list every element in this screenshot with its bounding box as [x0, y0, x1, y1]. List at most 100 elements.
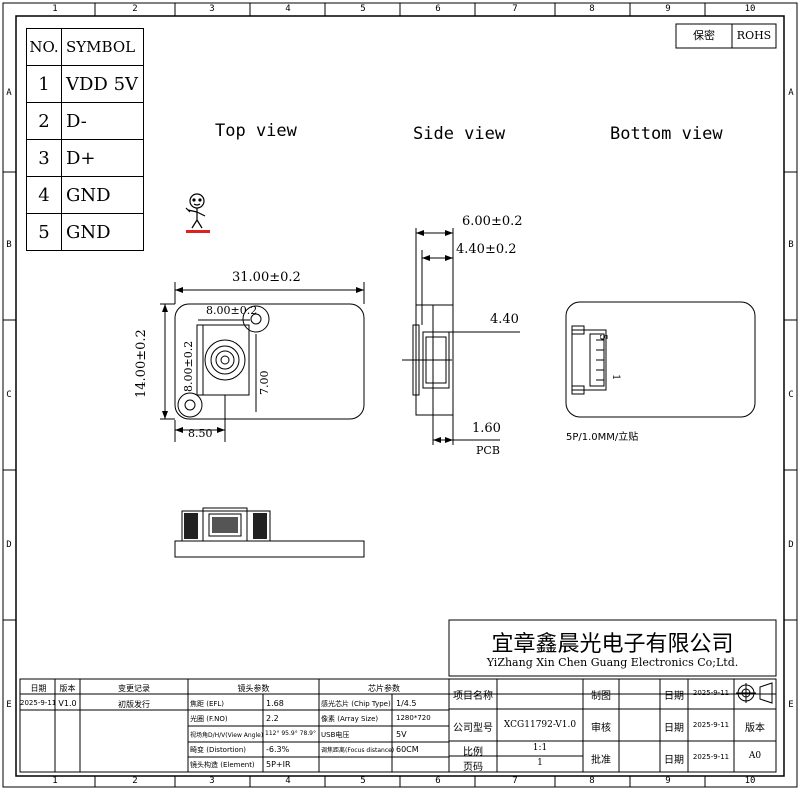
zone-col-5-bottom: 5 [360, 776, 366, 786]
pin-symbol: GND [61, 176, 144, 214]
zone-col-4: 4 [285, 4, 291, 14]
chip-param-value: 1/4.5 [396, 699, 417, 708]
dim-total-thickness: 6.00±0.2 [462, 214, 523, 229]
header-symbol: SYMBOL [61, 28, 144, 66]
pcb-label: PCB [476, 444, 500, 457]
model-value: XCG11792-V1.0 [503, 720, 577, 730]
date-label: 日期 [664, 723, 684, 734]
scale-label: 比例 [463, 747, 483, 758]
dim-lens-length: 4.40 [490, 312, 519, 327]
pin-no: 5 [26, 213, 62, 251]
zone-col-8-bottom: 8 [589, 776, 595, 786]
rev-version: V1.0 [58, 699, 77, 708]
table-row: 4 GND [26, 176, 144, 214]
zone-col-8: 8 [589, 4, 595, 14]
page-value: 1 [537, 758, 543, 768]
date-label: 日期 [664, 691, 684, 702]
rev-header-change: 变更记录 [118, 684, 150, 693]
dim-pcb-thickness: 1.60 [472, 421, 501, 436]
zone-col-9-bottom: 9 [665, 776, 671, 786]
zone-row-b-right: B [788, 240, 794, 250]
pin-symbol: VDD 5V [61, 65, 144, 103]
zone-col-1: 1 [52, 4, 58, 14]
lens-param-key: 焦距 (EFL) [190, 700, 225, 708]
pin-no: 4 [26, 176, 62, 214]
zone-col-5: 5 [360, 4, 366, 14]
zone-col-6: 6 [435, 4, 441, 14]
table-row: 5 GND [26, 213, 144, 251]
dim-module-thickness: 4.40±0.2 [456, 242, 517, 257]
zone-col-7-bottom: 7 [512, 776, 518, 786]
lens-param-key: 视场角D/H/V(View Angle) [190, 732, 264, 739]
pin-symbol: D+ [61, 139, 144, 177]
lens-param-value: 1.68 [266, 699, 284, 708]
version-value: A0 [748, 751, 762, 761]
table-row: 1 VDD 5V [26, 65, 144, 103]
chip-param-key: 像素 (Array Size) [321, 715, 379, 723]
bottom-view-drawing [565, 301, 756, 418]
zone-col-10: 10 [744, 4, 756, 14]
top-view-title: Top view [215, 121, 297, 141]
date-value: 2025-9-11 [692, 689, 730, 697]
chip-param-key: USB电压 [321, 731, 350, 739]
company-name-cn: 宜章鑫晨光电子有限公司 [491, 632, 734, 657]
table-row: 3 D+ [26, 139, 144, 177]
zone-row-e: E [6, 700, 12, 710]
side-view-drawing [402, 228, 520, 445]
zone-row-a: A [6, 88, 12, 98]
zone-col-2: 2 [132, 4, 138, 14]
pin-table: NO. SYMBOL 1 VDD 5V 2 D- 3 D+ 4 GND 5 GN… [26, 28, 144, 251]
date-value: 2025-9-11 [692, 721, 730, 729]
zone-col-10-bottom: 10 [744, 776, 756, 786]
pin-symbol: D- [61, 102, 144, 140]
approve-label: 批准 [591, 755, 611, 766]
chip-param-value: 5V [396, 730, 407, 739]
dim-left-offset: 8.50 [188, 427, 213, 440]
zone-row-d-right: D [788, 540, 794, 550]
rev-date: 2025-9-11 [20, 699, 57, 707]
zone-col-3-bottom: 3 [209, 776, 215, 786]
dim-lens-height: 8.00±0.2 [182, 340, 195, 392]
rev-change: 初版发行 [118, 700, 150, 709]
front-profile-drawing [174, 507, 365, 558]
zone-row-c-right: C [788, 390, 794, 400]
lens-param-value: 5P+IR [266, 760, 291, 769]
pin-table-header: NO. SYMBOL [26, 28, 144, 66]
zone-col-9: 9 [665, 4, 671, 14]
header-no: NO. [26, 28, 62, 66]
zone-col-4-bottom: 4 [285, 776, 291, 786]
zone-col-6-bottom: 6 [435, 776, 441, 786]
zone-row-a-right: A [788, 88, 794, 98]
pin-symbol: GND [61, 213, 144, 251]
lens-param-key: 光圈 (F.NO) [190, 715, 228, 723]
secret-label: 保密 [693, 29, 715, 42]
date-label: 日期 [664, 755, 684, 766]
dim-lens-offset: 7.00 [258, 370, 271, 396]
dim-lens-width: 8.00±0.2 [206, 304, 258, 317]
rev-header-date: 日期 [30, 684, 47, 693]
review-label: 审核 [591, 723, 611, 734]
zone-col-2-bottom: 2 [132, 776, 138, 786]
lens-params-header: 镜头参数 [237, 684, 270, 693]
pin-5-label: 5 [597, 334, 608, 341]
lens-param-value: 2.2 [266, 714, 279, 723]
chip-param-key: 调焦距离(Focus distance) [321, 747, 395, 754]
table-row: 2 D- [26, 102, 144, 140]
company-name-en: YiZhang Xin Chen Guang Electronics Co;Lt… [486, 656, 739, 669]
scale-value: 1:1 [532, 743, 548, 753]
rev-header-version: 版本 [59, 684, 76, 693]
dim-height: 14.00±0.2 [134, 329, 149, 398]
chip-param-key: 感光芯片 (Chip Type) [321, 700, 391, 708]
pin-no: 3 [26, 139, 62, 177]
pin-1-label: 1 [610, 374, 621, 381]
zone-col-7: 7 [512, 4, 518, 14]
zone-col-1-bottom: 1 [52, 776, 58, 786]
zone-col-3: 3 [209, 4, 215, 14]
lens-param-key: 镜头构造 (Element) [190, 761, 255, 769]
rohs-label: ROHS [736, 29, 772, 42]
model-label: 公司型号 [453, 723, 493, 734]
chip-params-header: 芯片参数 [368, 684, 400, 693]
date-value: 2025-9-11 [692, 753, 730, 761]
page-label: 页码 [463, 762, 483, 773]
